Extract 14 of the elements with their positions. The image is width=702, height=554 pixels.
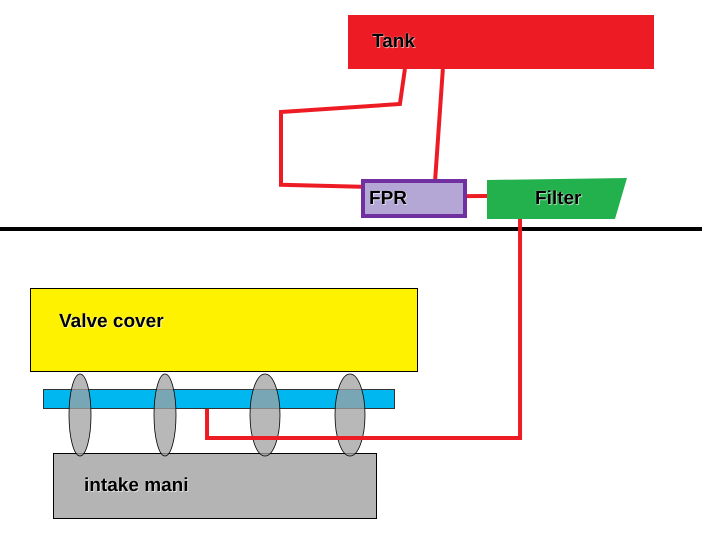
node-label: FPR (369, 188, 407, 210)
intake-manifold-box (53, 453, 377, 519)
fuel-line (466, 194, 488, 198)
fuel-line (279, 68, 407, 189)
node-label: Tank (372, 31, 415, 53)
tank-box (348, 15, 654, 69)
node-label: Filter (535, 188, 582, 210)
fuel-line (205, 219, 522, 440)
filter-shape (487, 178, 627, 219)
fuel-line (433, 68, 445, 180)
regulator-box (361, 179, 467, 218)
valve-cover-box (30, 288, 418, 372)
node-label: Valve cover (59, 311, 164, 333)
node-label: intake mani (84, 475, 189, 497)
